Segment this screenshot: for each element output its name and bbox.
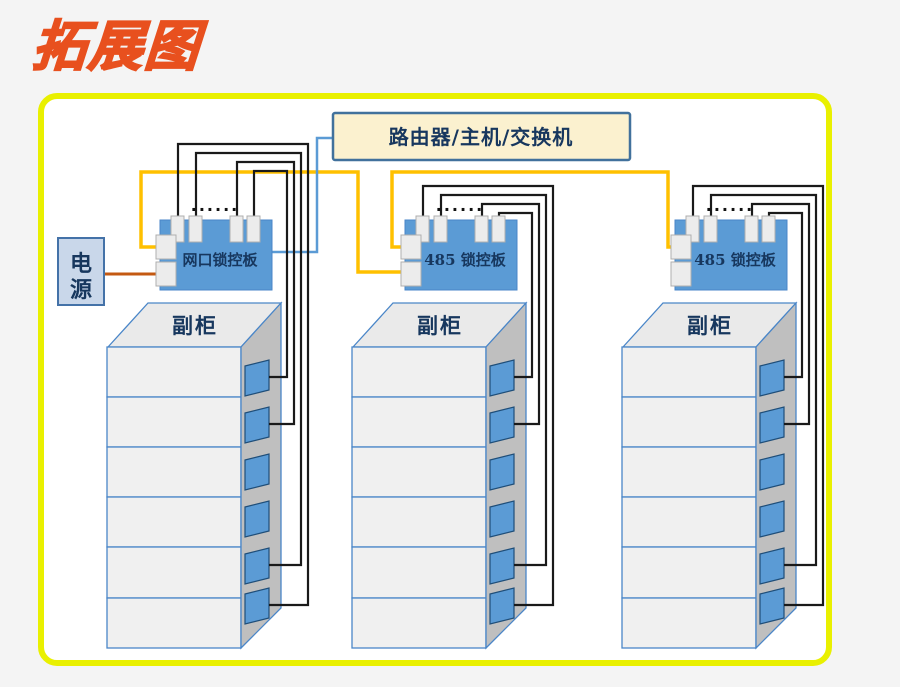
board-port-tab [188, 215, 203, 243]
board-bus-connector [155, 234, 177, 260]
board-port-tab [433, 215, 448, 243]
board-port-tab [246, 215, 261, 243]
ellipsis-dots: ...... [436, 196, 484, 215]
cabinet-label: 副柜 [172, 313, 218, 338]
bus-cable-board1-board2 [139, 170, 405, 274]
cabinet-label: 副柜 [417, 313, 463, 338]
power-box-body [57, 237, 105, 306]
board-power-connector [155, 261, 177, 287]
board-bus-connector [400, 261, 422, 287]
board-port-tab [474, 215, 489, 243]
router-box: 路由器/主机/交换机 [331, 111, 632, 162]
cabinet-left: 副柜 [106, 302, 282, 649]
board-label: 485 锁控板 [694, 251, 777, 269]
power-label-line1: 电 [70, 251, 92, 277]
board-port-tab [703, 215, 718, 243]
board-port-tab [744, 215, 759, 243]
board-bus-connector [670, 261, 692, 287]
board-bus-connector [400, 234, 422, 260]
cabinet-right: 副柜 [621, 302, 797, 649]
router-box-body [331, 111, 632, 162]
topology-diagram: 副柜 副柜 副柜 ...... 网口锁控板 [38, 93, 832, 666]
board-bus-connector [670, 234, 692, 260]
lock-signal-wires-left [176, 142, 310, 607]
board-label: 网口锁控板 [182, 251, 258, 269]
control-board-right: ...... 485 锁控板 [670, 196, 788, 291]
page-title: 拓展图 [29, 14, 203, 79]
board-port-tab [761, 215, 776, 243]
power-box: 电 源 [57, 237, 105, 306]
router-label: 路由器/主机/交换机 [389, 125, 574, 149]
topology-diagram-panel: 副柜 副柜 副柜 ...... 网口锁控板 [38, 93, 832, 666]
ellipsis-dots: ...... [706, 196, 754, 215]
lock-signal-wire [194, 151, 303, 567]
board-port-tab [229, 215, 244, 243]
bus-cable-board2-board3 [390, 170, 675, 249]
cabinet-label: 副柜 [687, 313, 733, 338]
lock-signal-wire [176, 142, 310, 607]
lock-signal-wire [252, 169, 289, 379]
ellipsis-dots: ...... [191, 196, 239, 215]
power-label-line2: 源 [70, 277, 92, 303]
lock-signal-wire [235, 160, 296, 426]
board-port-tab [491, 215, 506, 243]
board-label: 485 锁控板 [424, 251, 507, 269]
control-board-left: ...... 网口锁控板 [155, 196, 273, 291]
cabinet-middle: 副柜 [351, 302, 527, 649]
control-board-middle: ...... 485 锁控板 [400, 196, 518, 291]
